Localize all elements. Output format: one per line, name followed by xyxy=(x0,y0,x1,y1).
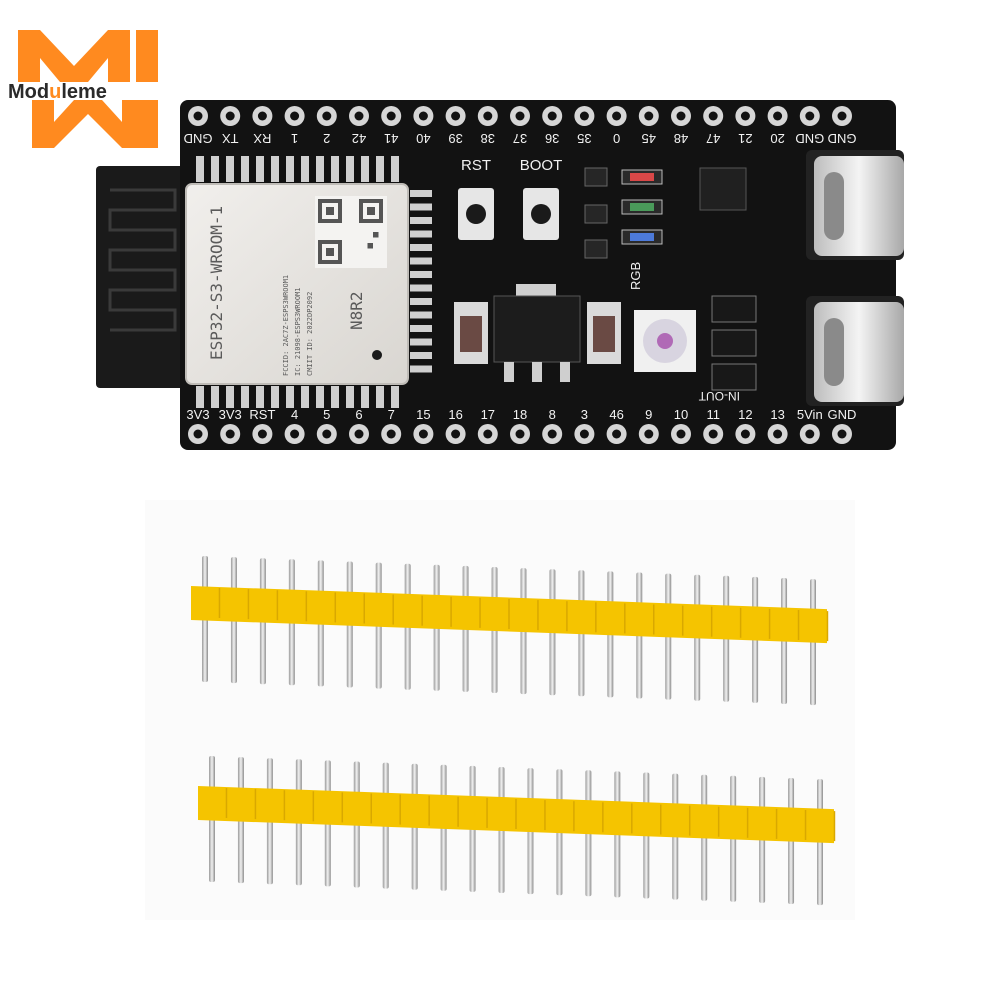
top-pin-label: 20 xyxy=(770,131,784,146)
capacitor-left xyxy=(454,302,488,364)
pin-header-strip-2 xyxy=(198,756,836,906)
bottom-pin-label: 12 xyxy=(738,407,752,422)
status-leds xyxy=(621,169,663,245)
top-pin-label: GND xyxy=(184,131,213,146)
antenna-trace xyxy=(108,188,177,332)
bottom-pin-label: 17 xyxy=(481,407,495,422)
top-pin-label: GND xyxy=(795,131,824,146)
capacitor-right xyxy=(587,302,621,364)
module-variant: N8R2 xyxy=(347,291,366,330)
module-fineprint-2: IC: 21098-ESPS3WROOM1 xyxy=(294,287,302,376)
bottom-pin-label: 3V3 xyxy=(186,407,209,422)
rgb-label: RGB xyxy=(628,262,643,290)
bottom-pin-label: 5 xyxy=(323,407,330,422)
top-pin-label: 21 xyxy=(738,131,752,146)
logo-mark xyxy=(18,30,158,148)
top-pin-label: 48 xyxy=(674,131,688,146)
bottom-pin-label: 15 xyxy=(416,407,430,422)
top-pin-label: 45 xyxy=(642,131,656,146)
bottom-pin-label: 9 xyxy=(645,407,652,422)
top-pin-row xyxy=(188,106,852,126)
bottom-pin-label: 11 xyxy=(706,407,720,422)
bottom-pin-label: 5Vin xyxy=(797,407,823,422)
bottom-pin-label: RST xyxy=(249,407,275,422)
top-pin-label: 36 xyxy=(545,131,559,146)
top-pin-labels: GND TX RX 1 2 42 41 40 39 38 37 36 35 0 45 48 47 21 20 GND G… xyxy=(184,131,857,146)
voltage-regulator xyxy=(493,284,581,382)
rst-button[interactable] xyxy=(458,188,494,240)
pin1-dot xyxy=(372,350,382,360)
module-label: ESP32-S3-WROOM-1 xyxy=(207,206,226,360)
bottom-pin-row xyxy=(188,424,852,444)
top-pin-label: 35 xyxy=(577,131,591,146)
bottom-pin-label: 6 xyxy=(355,407,362,422)
bottom-pin-label: 16 xyxy=(448,407,462,422)
bottom-pin-label: 3 xyxy=(581,407,588,422)
bottom-pin-label: 10 xyxy=(674,407,688,422)
inout-label: IN-OUT xyxy=(698,389,740,403)
top-pin-label: TX xyxy=(222,131,239,146)
bottom-pin-label: GND xyxy=(828,407,857,422)
top-pin-label: GND xyxy=(828,131,857,146)
top-pin-label: 38 xyxy=(481,131,495,146)
bottom-pin-label: 18 xyxy=(513,407,527,422)
top-pin-label: 42 xyxy=(352,131,366,146)
rst-label: RST xyxy=(461,157,491,174)
module-fineprint-3: CMIIT ID: 2022DP2092 xyxy=(306,292,314,376)
esp32-module: ESP32-S3-WROOM-1 FCCID: 2AC7Z-ESPS3WROOM… xyxy=(185,183,409,385)
bottom-pin-label: 3V3 xyxy=(219,407,242,422)
top-pin-label: 40 xyxy=(416,131,430,146)
bottom-pin-label: 13 xyxy=(770,407,784,422)
boot-label: BOOT xyxy=(520,157,563,174)
top-pin-label: 2 xyxy=(323,131,330,146)
top-pin-label: 1 xyxy=(291,131,298,146)
usb-c-port-top[interactable] xyxy=(806,150,904,260)
usb-c-port-bottom[interactable] xyxy=(806,296,904,406)
boot-button[interactable] xyxy=(523,188,559,240)
top-pin-label: RX xyxy=(253,131,271,146)
pin-header-strip-1 xyxy=(191,556,829,706)
top-pin-label: 47 xyxy=(706,131,720,146)
top-pin-label: 39 xyxy=(448,131,462,146)
bottom-pin-label: 46 xyxy=(609,407,623,422)
qr-code xyxy=(315,196,387,268)
top-pin-label: 37 xyxy=(513,131,527,146)
brand-name: Moduleme xyxy=(8,81,107,103)
usb-bridge-chip xyxy=(699,167,747,211)
top-pin-label: 0 xyxy=(613,131,620,146)
antenna-area xyxy=(96,166,190,388)
module-pads xyxy=(196,156,432,408)
module-fineprint-1: FCCID: 2AC7Z-ESPS3WROOM1 xyxy=(282,275,290,376)
bottom-pin-label: 4 xyxy=(291,407,298,422)
rgb-led xyxy=(634,310,696,372)
top-pin-label: 41 xyxy=(384,131,398,146)
bottom-pin-label: 8 xyxy=(549,407,556,422)
bottom-pin-label: 7 xyxy=(388,407,395,422)
brand-logo: Moduleme xyxy=(8,30,158,148)
